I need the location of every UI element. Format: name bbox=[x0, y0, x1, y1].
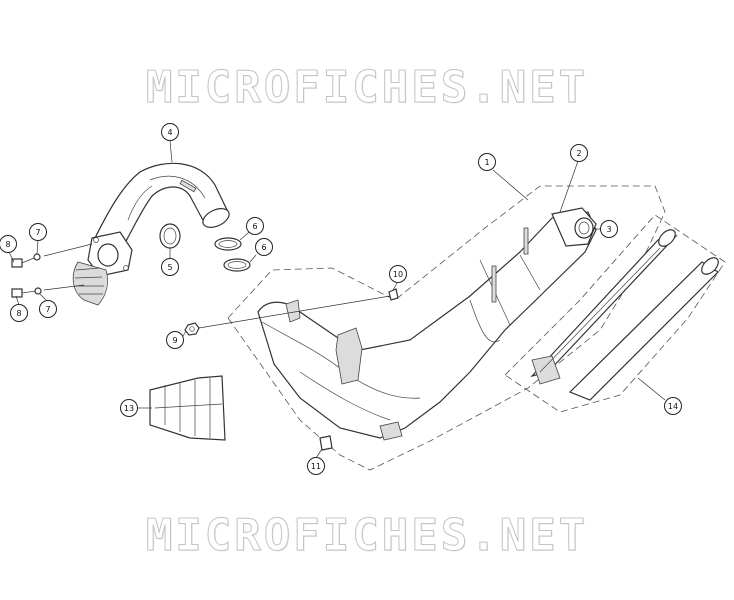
callout-4: 4 bbox=[161, 123, 179, 141]
callout-7-upper: 7 bbox=[29, 223, 47, 241]
callout-6-upper: 6 bbox=[246, 217, 264, 235]
watermark-top: MICROFICHES.NET bbox=[145, 62, 589, 114]
callout-14: 14 bbox=[664, 397, 682, 415]
muffler-body-part-1 bbox=[257, 211, 597, 441]
corrugated-elbow bbox=[72, 261, 108, 306]
callout-13: 13 bbox=[120, 399, 138, 417]
ring-part-6-lower bbox=[223, 258, 251, 272]
callout-8-lower: 8 bbox=[10, 304, 28, 322]
callout-8-upper: 8 bbox=[0, 235, 17, 253]
callout-2: 2 bbox=[570, 144, 588, 162]
callout-3: 3 bbox=[600, 220, 618, 238]
callout-9: 9 bbox=[166, 331, 184, 349]
bolt-part-8-upper bbox=[11, 257, 35, 268]
callout-5: 5 bbox=[161, 258, 179, 276]
callout-11: 11 bbox=[307, 457, 325, 475]
gasket-part-5 bbox=[159, 223, 181, 249]
exhaust-flange bbox=[87, 231, 133, 277]
clip-part-10 bbox=[388, 288, 399, 301]
callout-7-lower: 7 bbox=[39, 300, 57, 318]
nut-part-9 bbox=[184, 322, 200, 336]
callout-6-lower: 6 bbox=[255, 238, 273, 256]
callout-leader-lines bbox=[8, 140, 666, 459]
outlet-part-3 bbox=[574, 217, 594, 239]
bracket-part-11 bbox=[319, 435, 333, 451]
watermark-bottom: MICROFICHES.NET bbox=[145, 510, 589, 562]
heat-shield-part-13 bbox=[149, 375, 226, 441]
callout-10: 10 bbox=[389, 265, 407, 283]
header-pipe-part-4 bbox=[94, 162, 230, 253]
assembly-outline-main bbox=[227, 185, 666, 471]
assembly-outline-silencer-kit bbox=[504, 214, 726, 413]
bolt-part-8-lower bbox=[11, 288, 37, 298]
washer-part-7-upper bbox=[33, 253, 41, 261]
washer-part-7-lower bbox=[34, 287, 42, 295]
silencer-tubes-part-14 bbox=[530, 229, 719, 401]
end-cap-part-2 bbox=[551, 207, 597, 247]
ring-part-6-upper bbox=[214, 237, 242, 251]
callout-1: 1 bbox=[478, 153, 496, 171]
